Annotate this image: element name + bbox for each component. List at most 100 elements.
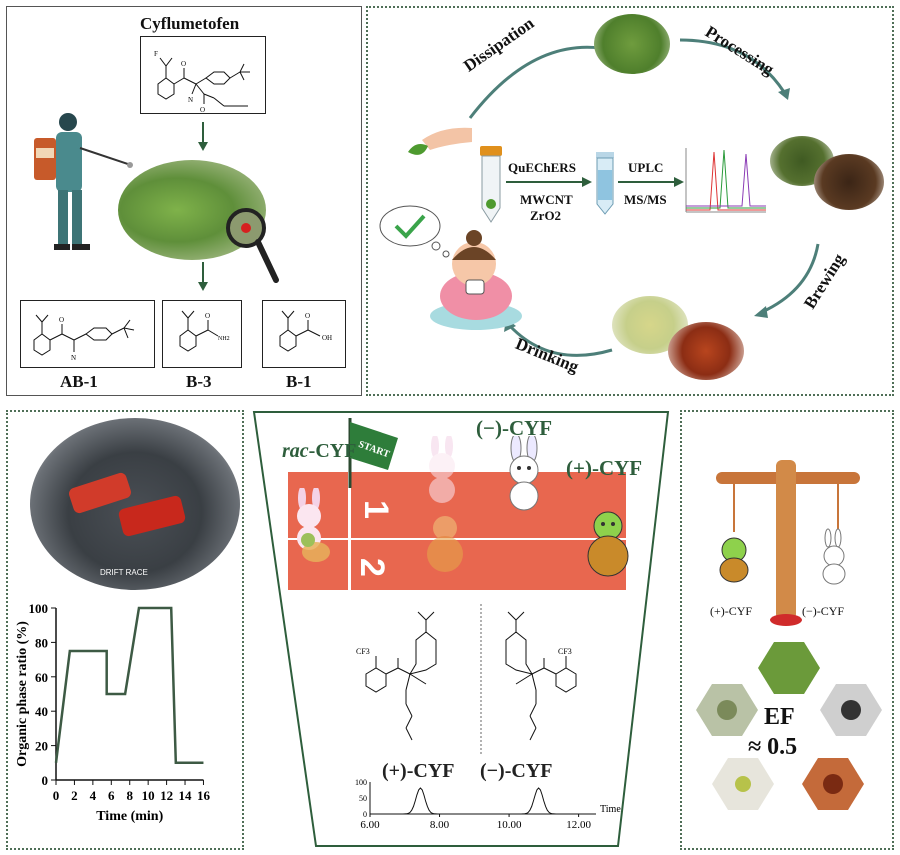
panel-cyflumetofen-metabolism (6, 6, 362, 396)
track-divider (288, 538, 626, 540)
start-line (348, 472, 351, 590)
hand-picking-leaf-illustration (408, 127, 472, 155)
fresh-tea-leaves-photo (594, 14, 670, 74)
y-tick-label: 0 (42, 773, 49, 788)
drift-race-illustration: DRIFT RACE (30, 418, 240, 590)
x-tick-label: 8 (126, 788, 133, 803)
ef-label: EF (764, 704, 795, 730)
method-uplc: UPLC (628, 160, 664, 175)
x-tick-label: 6 (108, 788, 115, 803)
method-quechers: QuEChERS (508, 160, 576, 175)
race-track (288, 472, 626, 590)
chrom-x-axis-label: Time (600, 804, 621, 815)
svg-text:NH2: NH2 (218, 336, 230, 342)
metabolite-ab1-structure: O N (20, 300, 155, 368)
svg-text:N: N (188, 96, 193, 104)
red-race-car-2 (117, 494, 187, 538)
chrom-minus-label: (−)-CYF (480, 760, 553, 782)
chrom-y-tick-label: 100 (355, 778, 367, 787)
cleanup-tube-icon (596, 152, 614, 215)
chrom-y-tick-label: 50 (359, 794, 367, 803)
drift-race-badge: DRIFT RACE (100, 568, 148, 577)
panel-tea-cycle (366, 6, 894, 396)
start-flag-icon: START (348, 418, 398, 488)
sample-tube-icon (480, 146, 502, 223)
method-mwcnt: MWCNT (520, 192, 573, 207)
metabolite-b1-structure: O OH (262, 300, 346, 368)
x-tick-label: 12 (160, 788, 173, 803)
rac-cyf-label: rac-CYF (282, 440, 356, 463)
lane-number-1: 1 (356, 500, 395, 519)
metabolite-b1-label: B-1 (286, 372, 312, 391)
magnifier-mite-icon (226, 208, 279, 283)
chrom-peak-plus (370, 787, 595, 815)
svg-text:O: O (181, 60, 186, 68)
svg-text:F: F (154, 50, 158, 58)
x-tick-label: 10 (142, 788, 155, 803)
svg-text:O: O (205, 312, 210, 320)
x-tick-label: 2 (71, 788, 78, 803)
rabbit-icon-minus (509, 436, 539, 511)
enantiomer-structures: CF3 CF3 (356, 604, 577, 754)
x-axis-label: Time (min) (96, 809, 163, 824)
chrom-plus-label: (+)-CYF (382, 760, 455, 782)
svg-text:CF3: CF3 (558, 647, 572, 656)
x-tick-label: 4 (90, 788, 97, 803)
y-tick-label: 20 (35, 739, 48, 754)
metabolite-b3-label: B-3 (186, 372, 212, 391)
chrom-x-tick-label: 8.00 (430, 819, 450, 831)
ef-value: ≈ 0.5 (748, 734, 798, 760)
brewed-black-tea-photo (668, 322, 744, 380)
turtle-icon-plus (587, 511, 629, 577)
balance-right-label: (−)-CYF (802, 604, 845, 618)
lane-number-2: 2 (352, 558, 391, 577)
y-tick-label: 40 (35, 704, 48, 719)
arrow-analysis (618, 177, 684, 187)
arrow-extraction (506, 177, 592, 187)
svg-text:O: O (305, 312, 310, 320)
enantiomer-chromatogram: 0 50 100 6.00 8.00 10.00 12.00 Time (355, 778, 621, 831)
panel-gradient-program (6, 410, 244, 850)
balance-scale-illustration (716, 460, 860, 626)
cyflumetofen-title: Cyflumetofen (140, 14, 240, 33)
y-tick-label: 100 (29, 601, 49, 616)
x-tick-label: 16 (197, 788, 211, 803)
farmer-sprayer-illustration (34, 113, 133, 250)
y-tick-label: 80 (35, 635, 48, 650)
rac-prefix: rac (282, 440, 309, 462)
arrow-down-2 (198, 262, 208, 291)
processed-tea-photo-2 (814, 154, 884, 210)
rabbit-icon-faded (429, 436, 455, 503)
y-tick-label: 60 (35, 670, 48, 685)
cyflumetofen-structure: F O N O (140, 36, 266, 114)
chrom-peak-minus (370, 787, 595, 815)
balance-left-label: (+)-CYF (710, 604, 753, 618)
panel-enantiomer-fraction (680, 410, 894, 850)
metabolite-b3-structure: O NH2 (162, 300, 242, 368)
chrom-x-tick-label: 10.00 (497, 819, 522, 831)
x-tick-label: 14 (179, 788, 193, 803)
x-tick-label: 0 (53, 788, 60, 803)
minus-cyf-label: (−)-CYF (476, 416, 553, 440)
mini-chromatogram (685, 148, 766, 213)
chrom-x-tick-label: 12.00 (566, 819, 591, 831)
turtle-icon-rac (301, 533, 330, 562)
svg-text:O: O (200, 106, 205, 114)
svg-text:CF3: CF3 (356, 647, 370, 656)
method-msms: MS/MS (624, 192, 667, 207)
turtle-icon-faded (427, 516, 463, 572)
plus-cyf-label: (+)-CYF (566, 456, 643, 480)
arrow-down-1 (198, 122, 208, 151)
svg-text:N: N (71, 354, 76, 362)
svg-text:O: O (59, 316, 64, 324)
chrom-y-tick-label: 0 (363, 810, 367, 819)
chrom-x-tick-label: 6.00 (360, 819, 380, 831)
woman-drinking-tea-illustration (430, 230, 522, 330)
gradient-series-line (54, 606, 204, 765)
method-zro2: ZrO2 (530, 208, 562, 223)
rac-suffix: -CYF (308, 440, 357, 462)
y-axis-label: Organic phase ratio (%) (15, 621, 30, 767)
tea-hexagon-collage (696, 642, 882, 810)
thought-bubble-check-icon (379, 205, 450, 258)
